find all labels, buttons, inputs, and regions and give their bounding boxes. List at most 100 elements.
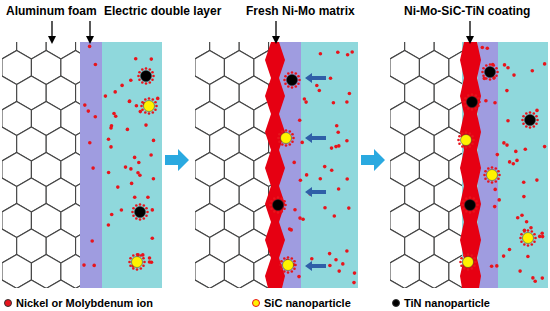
adsorbed-ion: [287, 271, 290, 274]
ion-dot: [94, 63, 98, 67]
adsorbed-ion: [527, 229, 530, 232]
adsorbed-ion: [289, 130, 292, 133]
ion-dot: [328, 264, 332, 268]
adsorbed-ion: [485, 64, 488, 67]
ion-dot: [525, 220, 529, 224]
ions: [82, 45, 546, 285]
adsorbed-ion: [535, 115, 538, 118]
nanoparticle: [523, 233, 534, 244]
nanoparticle: [144, 101, 155, 112]
part-label: Aluminum foam: [6, 4, 97, 18]
nanoparticle: [132, 257, 143, 268]
ion-dot: [336, 131, 340, 135]
adsorbed-ion: [523, 243, 526, 246]
adsorbed-ion: [154, 109, 157, 112]
ion-dot: [88, 45, 92, 49]
adsorbed-ion: [464, 97, 467, 100]
adsorbed-ion: [143, 217, 146, 220]
ion-dot: [531, 69, 535, 73]
ion-dot: [148, 256, 152, 260]
foam-cell: [195, 280, 210, 288]
migration-arrow: [305, 261, 326, 271]
double-layer: [78, 42, 102, 288]
adsorbed-ion: [291, 71, 294, 74]
ion-dot: [535, 178, 539, 182]
adsorbed-ion: [145, 82, 148, 85]
adsorbed-ion: [527, 244, 530, 247]
ion-dot: [491, 63, 495, 67]
adsorbed-ion: [277, 211, 280, 214]
ion-dot: [144, 123, 148, 127]
adsorbed-ion: [297, 75, 300, 78]
adsorbed-ion: [471, 267, 474, 270]
adsorbed-ion: [132, 207, 135, 210]
ion-dot: [496, 153, 500, 157]
ion-dot: [82, 263, 86, 267]
adsorbed-ion: [463, 101, 466, 104]
adsorbed-ion: [471, 254, 474, 257]
legend-text: TiN nanoparticle: [404, 297, 490, 309]
adsorbed-ion: [477, 105, 480, 108]
adsorbed-ion: [291, 133, 294, 136]
adsorbed-ion: [473, 197, 476, 200]
adsorbed-ion: [521, 119, 524, 122]
adsorbed-ion: [140, 267, 143, 270]
ion-dot: [345, 249, 349, 253]
ion-dot: [126, 128, 130, 132]
adsorbed-ion: [136, 253, 139, 256]
adsorbed-ion: [149, 68, 152, 71]
pointer-arrow: [469, 21, 470, 42]
adsorbed-ion: [523, 230, 526, 233]
foam-cell: [239, 280, 268, 288]
adsorbed-ion: [461, 204, 464, 207]
adsorbed-ion: [522, 123, 525, 126]
part-label: Fresh Ni-Mo matrix: [246, 4, 355, 18]
adsorbed-ion: [520, 241, 523, 244]
pointer-arrow: [51, 21, 52, 42]
ion-dot: [505, 143, 509, 147]
adsorbed-ion: [484, 170, 487, 173]
adsorbed-ion: [283, 79, 286, 82]
ion-dot: [334, 258, 338, 262]
adsorbed-ion: [151, 71, 154, 74]
adsorbed-ion: [482, 67, 485, 70]
adsorbed-ion: [497, 178, 500, 181]
adsorbed-ion: [489, 78, 492, 81]
ion-dot: [298, 118, 302, 122]
legend-text: SiC nanoparticle: [264, 297, 351, 309]
ion-dot: [94, 115, 98, 119]
adsorbed-ion: [463, 254, 466, 257]
nanoparticle: [463, 257, 474, 268]
adsorbed-ion: [487, 167, 490, 170]
ion-dot: [148, 260, 152, 264]
ion-dot: [328, 252, 332, 256]
step-arrow: [165, 149, 189, 171]
adsorbed-ion: [469, 145, 472, 148]
adsorbed-ion: [145, 215, 148, 218]
adsorbed-ion: [142, 257, 145, 260]
adsorbed-ion: [289, 143, 292, 146]
step-arrow: [361, 149, 385, 171]
ion-dot: [515, 159, 519, 163]
ion-dot: [347, 206, 351, 210]
adsorbed-ion: [461, 145, 464, 148]
ion-dot: [120, 208, 124, 212]
ion-dot: [83, 103, 87, 107]
ion-dot: [334, 145, 338, 149]
ion-dot: [315, 84, 319, 88]
ion-dot: [540, 232, 544, 236]
ion-dot: [107, 137, 111, 141]
adsorbed-ion: [467, 94, 470, 97]
ion-dot: [150, 57, 154, 61]
adsorbed-ion: [129, 265, 132, 268]
ion-dot: [512, 73, 516, 77]
adsorbed-ion: [460, 265, 463, 268]
adsorbed-ion: [139, 203, 142, 206]
ion-dot: [134, 57, 138, 61]
adsorbed-ion: [462, 200, 465, 203]
ion-dot: [129, 167, 133, 171]
adsorbed-ion: [533, 125, 536, 128]
ion-dot: [352, 281, 356, 285]
adsorbed-ion: [152, 111, 155, 114]
ion-dot: [337, 187, 341, 191]
